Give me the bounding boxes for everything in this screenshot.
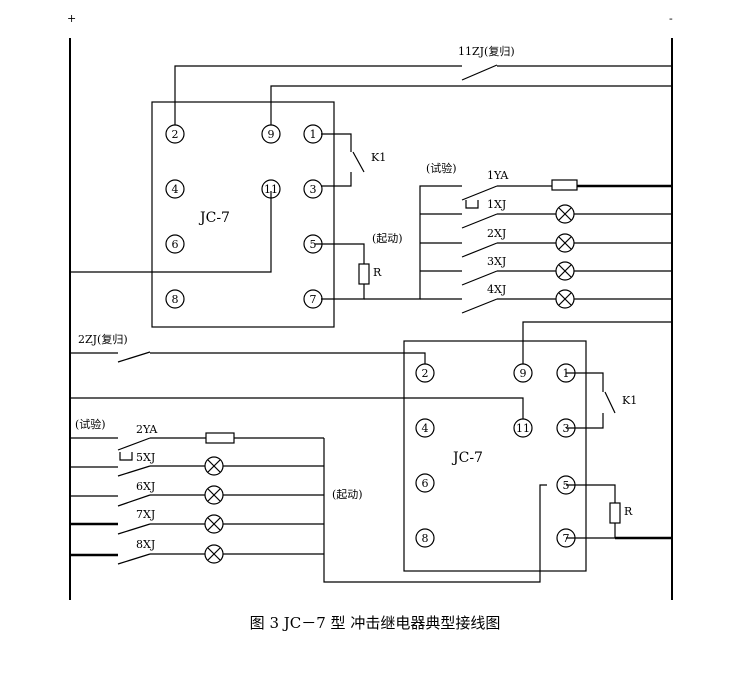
k1-contact-2 <box>604 391 616 414</box>
zj11-contact <box>461 64 498 81</box>
zj11-wire <box>174 65 462 125</box>
relay-2-name: JC-7 <box>451 450 483 466</box>
lamp-7xj <box>204 514 224 534</box>
r-label-2: R <box>624 505 633 518</box>
coil-2ya <box>205 432 235 444</box>
t9-wire <box>270 85 672 125</box>
terminal-9b <box>513 363 533 383</box>
lamp-2xj <box>555 233 575 253</box>
zj2-label: 2ZJ(复归) <box>78 332 128 346</box>
test-label-bottom: (试验) <box>75 417 106 431</box>
ya2-label: 2YA <box>136 423 158 436</box>
k1-contact-1 <box>352 151 365 173</box>
terminal-6b <box>415 473 435 493</box>
lamp-8xj <box>204 544 224 564</box>
terminal-4a-number: 4 <box>172 183 179 196</box>
terminal-5a-number: 5 <box>310 238 317 251</box>
terminal-6b-number: 6 <box>422 477 429 490</box>
terminal-7a <box>303 289 323 309</box>
xj-label-8: 8XJ <box>136 538 155 551</box>
terminal-3a <box>303 179 323 199</box>
terminal-1a-number: 1 <box>310 128 317 141</box>
terminal-5a <box>303 234 323 254</box>
lamp-3xj <box>555 261 575 281</box>
terminal-7a-number: 7 <box>310 293 317 306</box>
terminal-2a-number: 2 <box>172 128 179 141</box>
terminal-5b <box>556 475 576 495</box>
terminal-4b <box>415 418 435 438</box>
start-label-bottom: (起动) <box>332 488 363 501</box>
terminal-6a-number: 6 <box>172 238 179 251</box>
k1-label-1: K1 <box>371 151 386 164</box>
lamp-6xj <box>204 485 224 505</box>
xj-label-6: 6XJ <box>136 480 155 493</box>
k1-label-2: K1 <box>622 394 637 407</box>
zj2-contact <box>117 351 151 363</box>
terminal-7b-number: 7 <box>563 532 570 545</box>
terminal-9a <box>261 124 281 144</box>
terminal-3b <box>556 418 576 438</box>
xj-label-5: 5XJ <box>136 451 155 464</box>
resistor-1 <box>358 263 370 285</box>
test-button-top <box>465 200 479 209</box>
terminal-4a <box>165 179 185 199</box>
terminal-1b-number: 1 <box>563 367 570 380</box>
terminal-1a <box>303 124 323 144</box>
terminal-9b-number: 9 <box>520 367 527 380</box>
r-label-1: R <box>373 266 382 279</box>
terminal-3b-number: 3 <box>563 422 570 435</box>
lamp-4xj <box>555 289 575 309</box>
test-button-bottom <box>119 452 133 461</box>
terminal-11b-number: 11 <box>516 422 530 435</box>
figure-caption: 图 3 JC－7 型 冲击继电器典型接线图 <box>249 614 501 632</box>
terminal-2b <box>415 363 435 383</box>
terminal-11b <box>513 418 533 438</box>
terminal-4b-number: 4 <box>422 422 429 435</box>
terminal-2b-number: 2 <box>422 367 429 380</box>
xj-label-1: 1XJ <box>487 198 506 211</box>
terminal-3a-number: 3 <box>310 183 317 196</box>
xj-label-3: 3XJ <box>487 255 506 268</box>
terminal-8b <box>415 528 435 548</box>
terminal-7b <box>556 528 576 548</box>
xj-label-7: 7XJ <box>136 508 155 521</box>
terminal-8a <box>165 289 185 309</box>
positive-rail-label: + <box>67 12 76 25</box>
lamp-1xj <box>555 204 575 224</box>
terminal-5b-number: 5 <box>563 479 570 492</box>
terminal-8a-number: 8 <box>172 293 179 306</box>
xj-label-4: 4XJ <box>487 283 506 296</box>
coil-1ya <box>551 179 578 191</box>
terminal-11a-number: 11 <box>264 183 278 196</box>
resistor-2 <box>609 502 621 524</box>
negative-rail-label: - <box>669 12 673 25</box>
ya1-label: 1YA <box>487 169 509 182</box>
terminal-11a <box>261 179 281 199</box>
test-label-top: (试验) <box>426 161 457 175</box>
zj11-label: 11ZJ(复归) <box>458 44 515 58</box>
terminal-8b-number: 8 <box>422 532 429 545</box>
terminal-9a-number: 9 <box>268 128 275 141</box>
xj-label-2: 2XJ <box>487 227 506 240</box>
start-label-top: (起动) <box>372 232 403 245</box>
lamp-5xj <box>204 456 224 476</box>
terminal-1b <box>556 363 576 383</box>
relay-1-name: JC-7 <box>198 210 230 226</box>
relay-box-1 <box>151 101 335 328</box>
relay-box-2 <box>403 340 587 572</box>
terminal-2a <box>165 124 185 144</box>
terminal-6a <box>165 234 185 254</box>
